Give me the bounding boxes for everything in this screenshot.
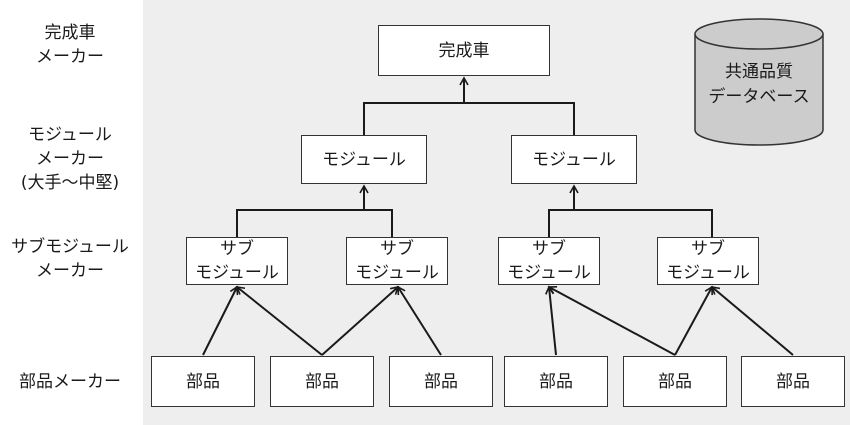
submodule-node: サブ モジュール: [186, 237, 288, 285]
database-label: 共通品質 データベース: [708, 62, 810, 107]
arrow-part-2-to-submodule-2: [321, 285, 400, 356]
tier-label-oem: 完成車 メーカー: [36, 23, 104, 67]
database-icon: [694, 18, 824, 146]
arrow-part-5-to-submodule-4: [674, 285, 713, 356]
submodule-node: サブ モジュール: [498, 237, 600, 285]
arrow-part-5-to-submodule-3: [547, 286, 676, 356]
arrow-part-6-to-submodule-4: [710, 285, 794, 356]
arrow-part-1-to-submodule-1: [202, 285, 239, 356]
tier-label-module-maker: モジュール メーカー (大手～中堅): [20, 125, 120, 193]
tier-label-parts-maker: 部品メーカー: [19, 372, 121, 392]
part-node: 部品: [741, 356, 845, 407]
module-node: モジュール: [511, 135, 637, 184]
tier-label-submodule-maker: サブモジュール メーカー: [11, 237, 129, 281]
part-node: 部品: [151, 356, 255, 407]
submodule-node: サブ モジュール: [346, 237, 448, 285]
connector-submodules-to-module-1: [236, 209, 393, 237]
part-node: 部品: [270, 356, 374, 407]
part-node: 部品: [623, 356, 727, 407]
connector-modules-to-vehicle: [363, 102, 575, 135]
arrow-part-4-to-submodule-3: [545, 285, 557, 356]
part-node: 部品: [504, 356, 608, 407]
arrow-part-2-to-submodule-1: [235, 285, 323, 356]
connector-submodules-to-module-2: [548, 209, 713, 237]
vehicle-node: 完成車: [378, 25, 550, 76]
part-node: 部品: [389, 356, 493, 407]
arrow-part-3-to-submodule-2: [397, 285, 442, 356]
module-node: モジュール: [301, 135, 427, 184]
submodule-node: サブ モジュール: [657, 237, 759, 285]
